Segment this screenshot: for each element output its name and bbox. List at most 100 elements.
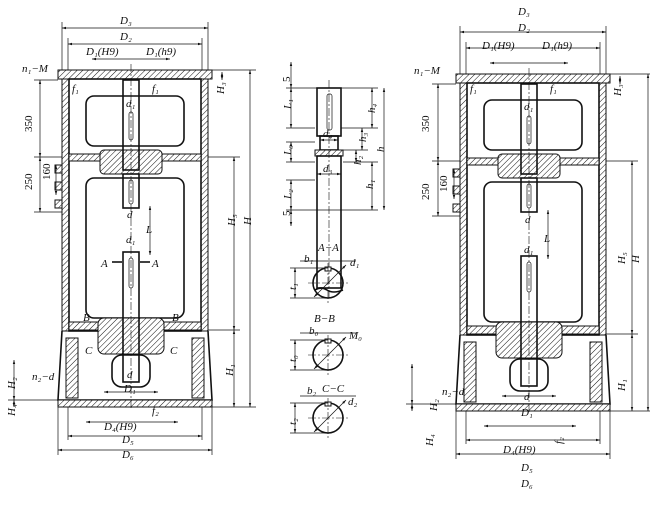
label-d1-low: d₁ [126,234,136,246]
upper-window [483,99,583,151]
top-flange [57,69,213,80]
top-flange [455,73,611,84]
side-lug [54,199,63,209]
label-D2: D₂ [119,31,132,43]
label-f2: f₂ [553,437,565,444]
label-d1-low: d₁ [524,244,534,256]
label-f1-left: f₁ [72,83,79,95]
label-D1-H9: D₁(H9) [85,46,119,58]
left-wall [61,78,70,332]
shaft-keyway [326,93,333,131]
section-B-B-diameter [313,336,347,370]
section-B-B-b: b₀ [309,325,319,337]
label-L0: L₀ [282,145,294,156]
label-f2: f₂ [152,405,159,417]
section-A-A-diameter [313,264,347,298]
label-d-mid: d [127,209,133,221]
lower-window [85,177,185,319]
base-right-rib [191,337,205,399]
label-f1-right: f₁ [152,83,159,95]
label-D3: D₃ [119,15,132,27]
label-h4: h₄ [366,104,378,114]
label-D4-H9: D₄(H9) [502,444,536,456]
label-350: 350 [420,115,432,132]
label-f1-right: f₁ [550,83,557,95]
label-n1-M: n₁−M [414,65,441,77]
right-wall [598,82,607,336]
label-D1-h9: D₁(h9) [541,40,572,52]
right-view-geometry [406,26,650,459]
label-L2: L₂ [282,189,294,200]
label-H5: H₅ [226,214,238,227]
section-A-A-title: A−A [317,242,339,254]
section-A-A-d: d₁ [350,257,360,269]
base-plate [455,403,611,412]
label-f1-left: f₁ [470,83,477,95]
label-D4-H9: D₄(H9) [103,421,137,433]
base-left-rib [65,337,79,399]
section-geometry [290,260,356,438]
left-wall [459,82,468,336]
label-160: 160 [41,163,53,180]
label-D1-bottom: D₁ [123,383,136,395]
upper-window [85,95,185,147]
label-d-mid: d [525,214,531,226]
label-5-bottom: 5 [281,210,293,216]
label-250: 250 [420,183,432,200]
label-A-right: A [151,258,159,270]
base-right-rib [589,341,603,403]
label-n1-M: n₁−M [22,63,49,75]
label-H: H [630,254,642,264]
label-D2: D₂ [517,22,530,34]
label-H3: H₃ [612,84,624,97]
label-L: L [543,233,550,245]
label-d-bottom: d [127,369,133,381]
label-B-left: B [83,312,90,324]
label-h2: h₂ [352,156,364,166]
section-C-C-d: d₂ [348,396,358,408]
label-D3: D₃ [517,6,530,18]
label-250: 250 [23,173,35,190]
label-L: L [145,224,152,236]
label-5-top: 5 [281,76,293,82]
side-lug [452,203,461,213]
label-D5: D₅ [121,434,134,446]
label-n2-d: n₂−d [32,371,55,383]
label-h3: h₃ [357,133,369,143]
base-left-rib [463,341,477,403]
label-n2-d: n₂−d [442,386,465,398]
left-view-geometry [8,22,256,455]
right-view-housing: D₃ D₂ D₁(H9) D₁(h9) n₁−M f₁ f₁ H₃ 350 25… [406,6,650,490]
label-C-left: C [85,345,93,357]
left-view-housing: D₃ D₂ D₁(H9) D₁(h9) n₁−M f₁ f₁ H₃ 350 25… [6,15,256,461]
label-D1-bottom: D₁ [520,407,533,419]
label-H4: H₄ [424,434,436,447]
section-B-B-title: B−B [314,313,335,325]
base-plate [57,399,213,408]
label-350: 350 [23,115,35,132]
label-d-bottom: d [524,391,530,403]
label-D1-h9: D₁(h9) [145,46,176,58]
section-C-C-b: b₂ [307,385,317,397]
label-d3: d₃ [323,163,333,175]
label-D6: D₆ [520,478,533,490]
shaft-sections: A−A b₁ d₁ t₁ B−B b₀ M₀ t₀ b₂ C−C d₂ t₂ [287,242,362,438]
section-C-C-diameter [313,399,347,433]
label-d1-top: d₁ [126,98,136,110]
section-A-A-t: t₁ [287,283,299,290]
label-D6: D₆ [121,449,134,461]
label-h1: h₁ [364,180,376,190]
label-h: h [375,146,387,152]
label-H: H [242,216,254,226]
label-H1: H₁ [616,379,628,392]
label-B-right: B [172,312,179,324]
label-H4: H₄ [6,404,18,417]
label-H2: H₂ [6,377,18,390]
label-L1: L₁ [282,99,294,110]
label-C-right: C [170,345,178,357]
label-160: 160 [438,175,450,192]
right-wall [200,78,209,332]
label-H1: H₁ [224,364,236,377]
label-d1-top: d₁ [524,101,534,113]
